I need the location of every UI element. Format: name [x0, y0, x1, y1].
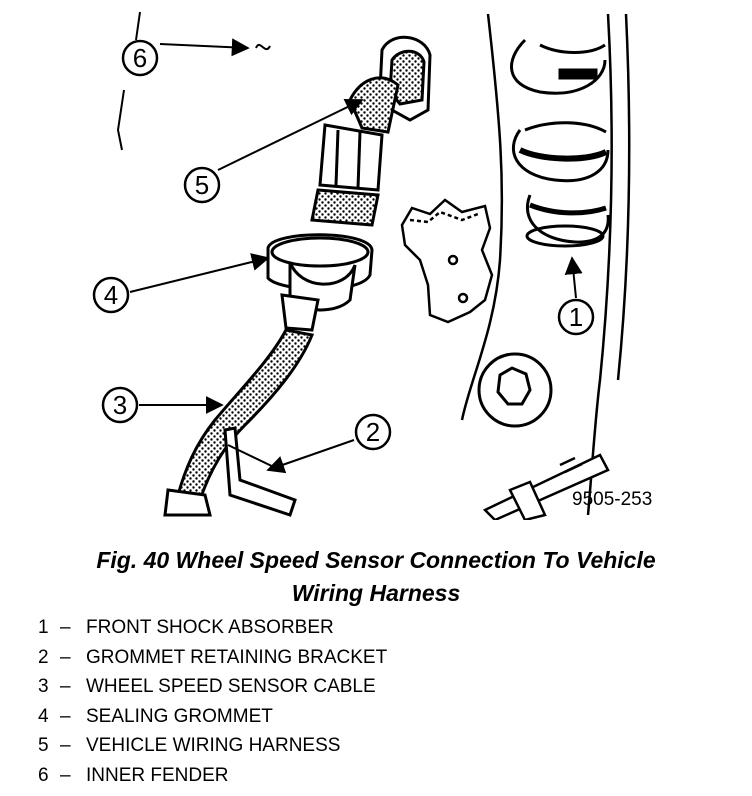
- legend-item-label: VEHICLE WIRING HARNESS: [86, 735, 341, 756]
- caption-line-1: Fig. 40 Wheel Speed Sensor Connection To…: [96, 547, 656, 573]
- figure-id-label: 9505-253: [572, 489, 652, 510]
- caption-line-2: Wiring Harness: [291, 580, 461, 606]
- legend-item-number: 4: [38, 705, 49, 727]
- callout-1: 1: [557, 256, 595, 336]
- inner-fender-edge: [116, 11, 141, 151]
- legend-item-number: 1: [38, 617, 49, 638]
- legend-item: 3–WHEEL SPEED SENSOR CABLE: [38, 672, 387, 702]
- legend-item-separator: –: [60, 617, 71, 638]
- legend-item-number: 6: [38, 764, 49, 786]
- fender-opening: [400, 198, 494, 324]
- front-shock-absorber: [510, 38, 610, 248]
- grommet-retaining-bracket: [223, 426, 297, 517]
- callout-3: 3: [101, 386, 224, 424]
- legend-item-label: WHEEL SPEED SENSOR CABLE: [86, 676, 376, 697]
- callout-2: 2: [266, 413, 392, 474]
- legend-item: 6–INNER FENDER: [38, 761, 387, 791]
- legend-item-label: GROMMET RETAINING BRACKET: [86, 646, 388, 668]
- figure-caption: Fig. 40 Wheel Speed Sensor Connection To…: [0, 544, 752, 610]
- legend-item-label: INNER FENDER: [86, 764, 229, 786]
- body-plug: [477, 352, 553, 428]
- legend-item-separator: –: [60, 735, 71, 756]
- callout-3-number: 3: [113, 390, 127, 420]
- wheel-speed-sensor-cable: [163, 293, 320, 517]
- parts-legend: 1–FRONT SHOCK ABSORBER 2–GROMMET RETAINI…: [38, 613, 387, 790]
- callout-2-number: 2: [366, 417, 380, 447]
- legend-item: 5–VEHICLE WIRING HARNESS: [38, 731, 387, 761]
- brake-line: [482, 453, 610, 520]
- legend-item: 1–FRONT SHOCK ABSORBER: [38, 613, 387, 643]
- vehicle-wiring-harness: [310, 35, 432, 227]
- callout-5-number: 5: [195, 170, 209, 200]
- legend-item-number: 5: [38, 735, 49, 756]
- legend-item-label: FRONT SHOCK ABSORBER: [86, 617, 334, 638]
- legend-item-number: 2: [38, 646, 49, 668]
- legend-item-separator: –: [60, 646, 71, 668]
- legend-item-label: SEALING GROMMET: [86, 705, 273, 727]
- legend-item-separator: –: [60, 764, 71, 786]
- callout-1-number: 1: [569, 302, 583, 332]
- callout-6: 6: [121, 38, 271, 77]
- legend-item: 2–GROMMET RETAINING BRACKET: [38, 643, 387, 673]
- legend-item: 4–SEALING GROMMET: [38, 702, 387, 732]
- sensor-connection-illustration: 6 5 4 3 2 1 9505-253: [92, 11, 652, 520]
- callout-4: 4: [92, 253, 270, 314]
- callout-6-number: 6: [133, 43, 147, 73]
- callout-4-number: 4: [104, 280, 118, 310]
- legend-item-number: 3: [38, 676, 49, 697]
- legend-item-separator: –: [60, 676, 71, 697]
- callout-5: 5: [183, 98, 364, 204]
- legend-item-separator: –: [60, 705, 71, 727]
